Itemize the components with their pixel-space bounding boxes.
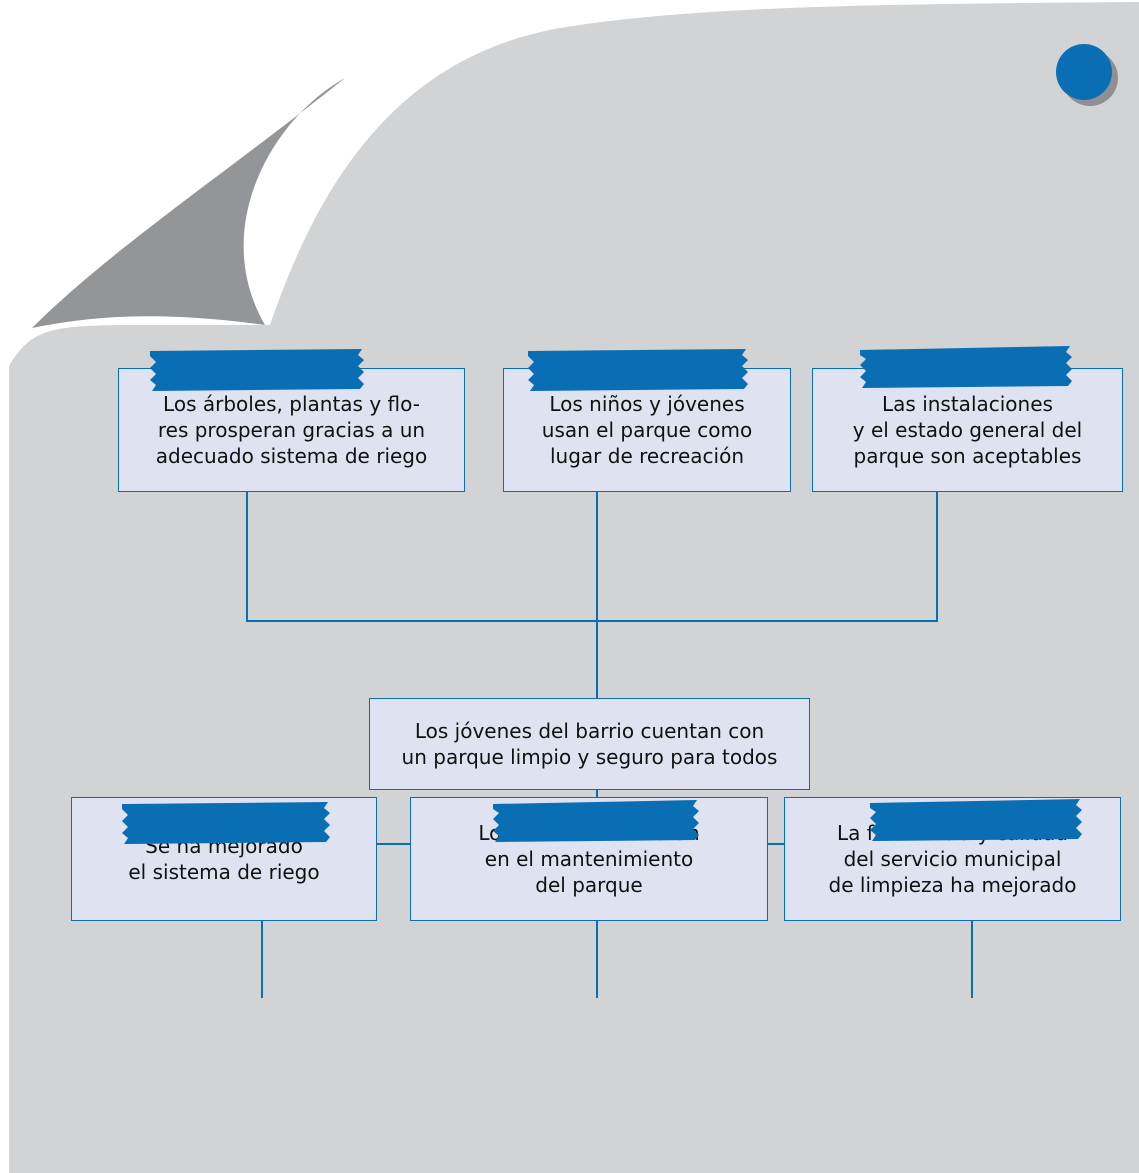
page-curl [32, 78, 345, 328]
connector-effect-3 [936, 491, 938, 621]
tape-strip [493, 800, 699, 842]
tape-strip [122, 802, 330, 844]
connector-effects-bar [246, 620, 938, 622]
tape-strip [528, 349, 748, 391]
effect-box-3: Las instalaciones y el estado general de… [812, 368, 1123, 492]
central-box: Los jóvenes del barrio cuentan con un pa… [369, 698, 810, 790]
tape-strip [870, 799, 1082, 841]
paper-sheet-top [270, 2, 1139, 330]
tape-strip [860, 346, 1072, 388]
connector-effect-1 [246, 491, 248, 621]
tape-strip [150, 349, 364, 391]
pin-icon [1056, 44, 1112, 100]
connector-effect-2 [596, 491, 598, 698]
